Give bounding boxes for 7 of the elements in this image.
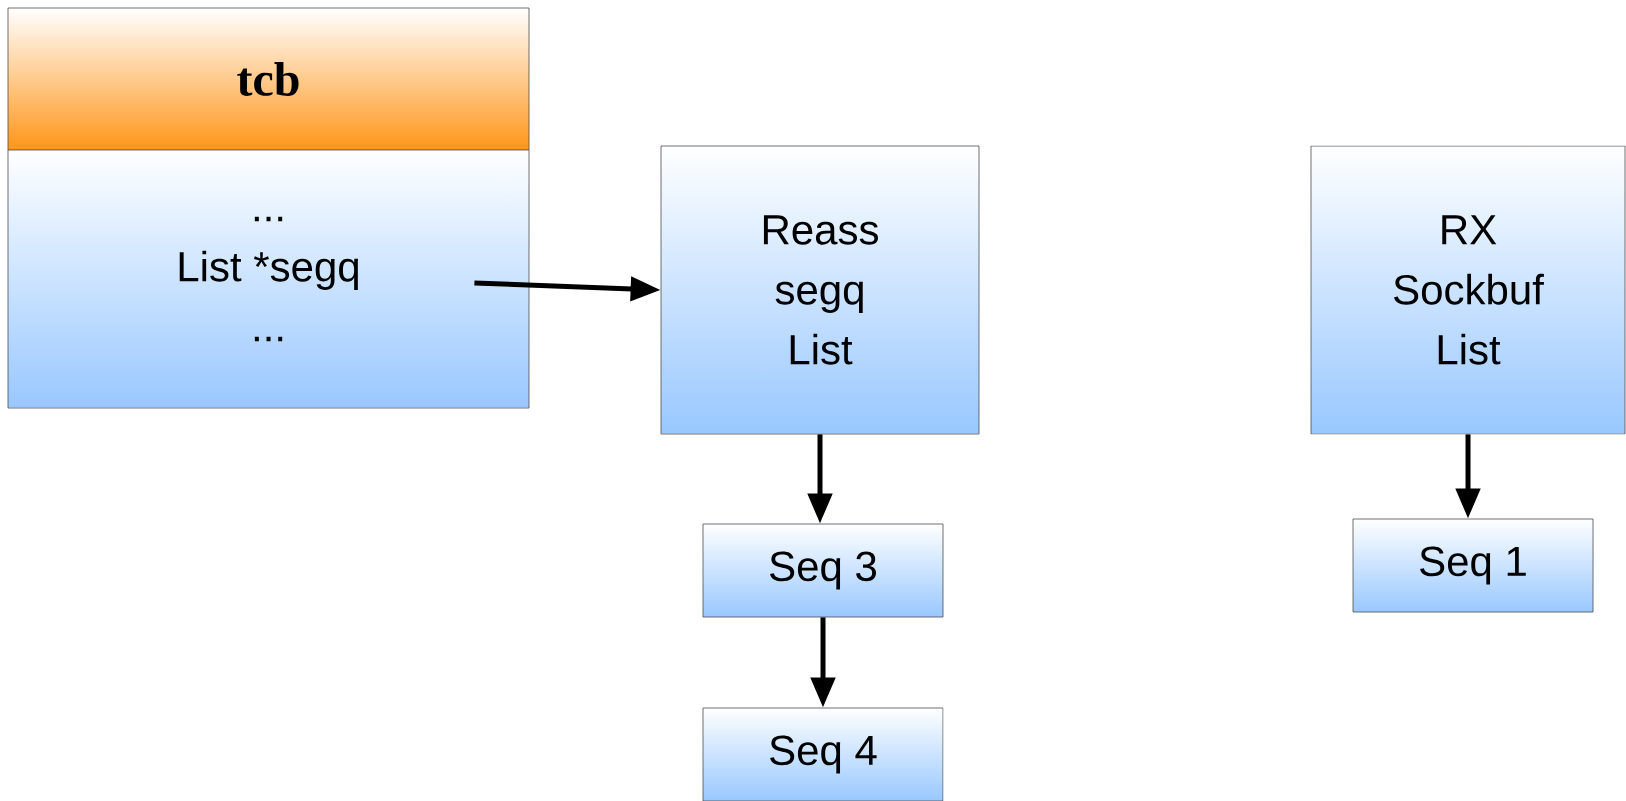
list-box: ... List *segq ... [7,149,530,409]
sequence-box: Seq 1 [1352,518,1594,613]
list-box: Reass segq List [660,145,980,435]
list-box: RX Sockbuf List [1310,145,1626,435]
sequence-box: Seq 4 [702,707,944,801]
sequence-box: Seq 3 [702,523,944,618]
header-band: tcb [7,7,530,151]
